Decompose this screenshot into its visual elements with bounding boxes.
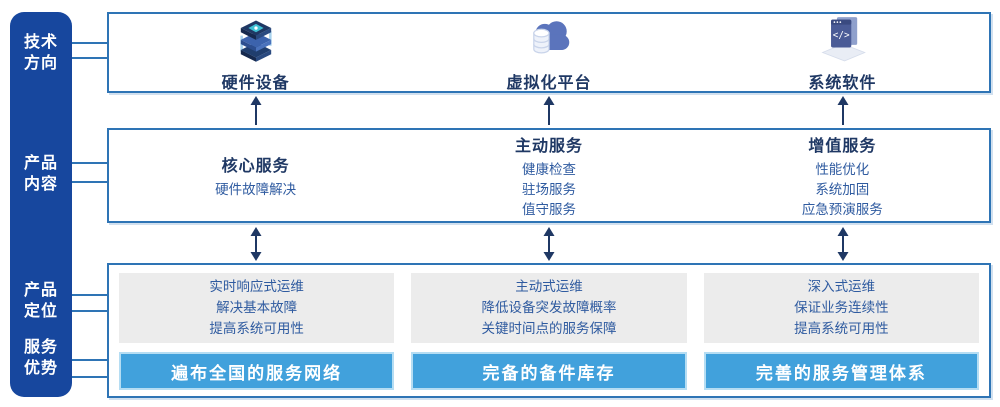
content-item: 硬件故障解决 bbox=[215, 181, 297, 198]
sidebar-label-line: 方向 bbox=[23, 53, 58, 72]
svg-text:</>: </> bbox=[833, 30, 850, 41]
code-window-icon: </> bbox=[821, 17, 867, 62]
positioning-line: 深入式运维 bbox=[807, 278, 876, 295]
content-item: 值守服务 bbox=[521, 201, 576, 218]
up-arrow-icon bbox=[543, 96, 555, 125]
connector-line bbox=[72, 359, 107, 361]
server-stack-icon bbox=[240, 20, 272, 62]
double-arrow-icon bbox=[837, 227, 849, 261]
tech-item-label: 系统软件 bbox=[808, 73, 877, 92]
connector-line bbox=[72, 310, 107, 312]
content-col-value-added-service: 增值服务 性能优化 系统加固 应急预演服务 bbox=[696, 130, 989, 221]
sidebar-label-line: 定位 bbox=[23, 301, 58, 320]
positioning-col-deep: 深入式运维 保证业务连续性 提高系统可用性 完善的服务管理体系 bbox=[703, 273, 979, 390]
tech-item-label: 虚拟化平台 bbox=[506, 73, 592, 92]
content-title: 核心服务 bbox=[221, 155, 290, 175]
cloud-database-icon bbox=[533, 21, 570, 54]
positioning-panel: 深入式运维 保证业务连续性 提高系统可用性 bbox=[703, 273, 979, 343]
tech-item-system-software: </> 系统软件 bbox=[696, 12, 989, 93]
connector-line bbox=[72, 181, 107, 183]
connector-line bbox=[72, 376, 107, 378]
sidebar-label-product-positioning: 产品 定位 bbox=[10, 279, 72, 321]
content-title: 增值服务 bbox=[808, 135, 877, 155]
content-title: 主动服务 bbox=[514, 135, 583, 155]
content-item: 系统加固 bbox=[815, 181, 870, 198]
sidebar-label-product-content: 产品 内容 bbox=[10, 152, 72, 194]
advantage-banner: 完善的服务管理体系 bbox=[703, 352, 979, 390]
sidebar-label-line: 技术 bbox=[23, 32, 58, 51]
sidebar-label-line: 产品 bbox=[23, 153, 58, 172]
content-col-active-service: 主动服务 健康检查 驻场服务 值守服务 bbox=[402, 130, 695, 221]
product-content-box: 核心服务 硬件故障解决 主动服务 健康检查 驻场服务 值守服务 增值服务 性能优… bbox=[107, 128, 991, 223]
content-item: 性能优化 bbox=[815, 161, 870, 178]
tech-direction-box: 硬件设备 虚拟化平台 bbox=[107, 12, 991, 93]
tech-item-virtualization: 虚拟化平台 bbox=[402, 12, 695, 93]
sidebar-label-line: 内容 bbox=[23, 174, 58, 193]
category-sidebar: 技术 方向 产品 内容 产品 定位 服务 优势 bbox=[10, 12, 72, 397]
positioning-line: 实时响应式运维 bbox=[209, 278, 304, 295]
content-item: 健康检查 bbox=[521, 161, 576, 178]
positioning-line: 提高系统可用性 bbox=[794, 320, 889, 337]
positioning-line: 关键时间点的服务保障 bbox=[481, 320, 617, 337]
sidebar-label-service-advantage: 服务 优势 bbox=[10, 336, 72, 378]
content-col-core-service: 核心服务 硬件故障解决 bbox=[109, 130, 402, 221]
tech-item-label: 硬件设备 bbox=[221, 73, 290, 92]
content-item: 应急预演服务 bbox=[801, 201, 883, 218]
up-arrow-icon bbox=[250, 96, 262, 125]
sidebar-label-line: 优势 bbox=[23, 358, 58, 377]
product-positioning-box: 实时响应式运维 解决基本故障 提高系统可用性 遍布全国的服务网络 主动式运维 降… bbox=[107, 263, 991, 398]
connector-line bbox=[72, 42, 107, 44]
positioning-panel: 主动式运维 降低设备突发故障概率 关键时间点的服务保障 bbox=[411, 273, 687, 343]
positioning-col-realtime: 实时响应式运维 解决基本故障 提高系统可用性 遍布全国的服务网络 bbox=[119, 273, 395, 390]
content-item: 驻场服务 bbox=[521, 181, 576, 198]
positioning-line: 提高系统可用性 bbox=[209, 320, 304, 337]
positioning-line: 降低设备突发故障概率 bbox=[481, 299, 617, 316]
double-arrow-icon bbox=[543, 227, 555, 261]
positioning-line: 解决基本故障 bbox=[216, 299, 298, 316]
up-arrow-icon bbox=[837, 96, 849, 125]
positioning-panel: 实时响应式运维 解决基本故障 提高系统可用性 bbox=[119, 273, 395, 343]
positioning-col-proactive: 主动式运维 降低设备突发故障概率 关键时间点的服务保障 完备的备件库存 bbox=[411, 273, 687, 390]
connector-line bbox=[72, 57, 107, 59]
sidebar-label-line: 服务 bbox=[23, 337, 58, 356]
connector-line bbox=[72, 294, 107, 296]
double-arrow-icon bbox=[250, 227, 262, 261]
advantage-banner: 遍布全国的服务网络 bbox=[119, 352, 395, 390]
connector-line bbox=[72, 162, 107, 164]
sidebar-label-line: 产品 bbox=[23, 280, 58, 299]
sidebar-label-tech-direction: 技术 方向 bbox=[10, 31, 72, 73]
positioning-line: 保证业务连续性 bbox=[794, 299, 889, 316]
advantage-banner: 完备的备件库存 bbox=[411, 352, 687, 390]
positioning-line: 主动式运维 bbox=[515, 278, 583, 295]
tech-item-hardware: 硬件设备 bbox=[109, 12, 402, 93]
